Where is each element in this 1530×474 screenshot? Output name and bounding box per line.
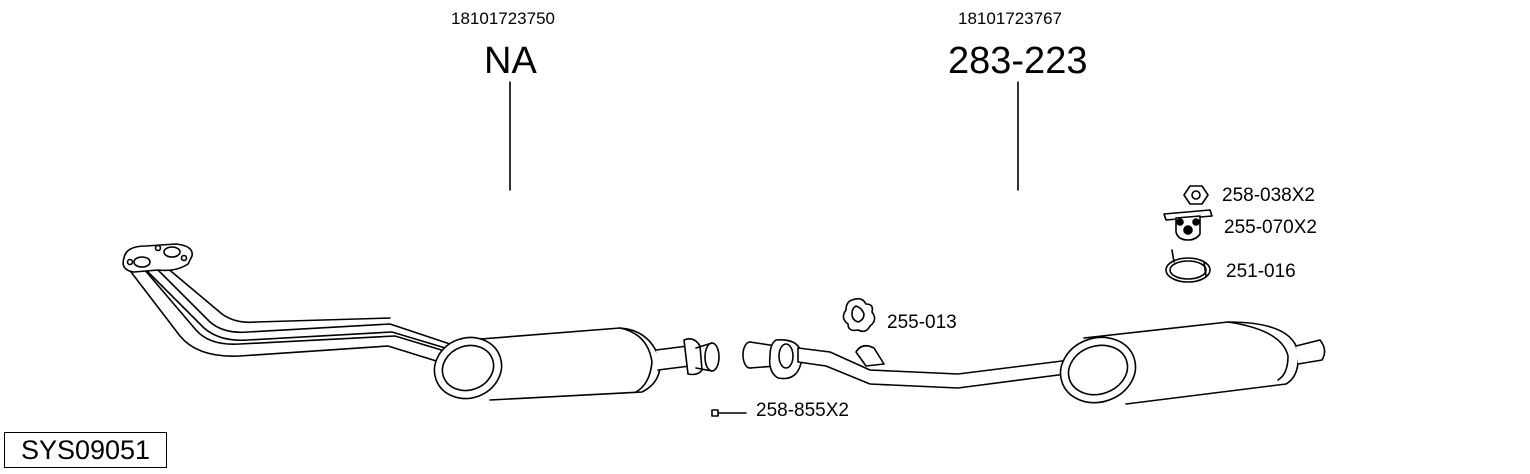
rear-silencer-part[interactable] [1052,321,1326,412]
part-label-255-013: 255-013 [887,312,957,333]
part-code-right: 283-223 [948,40,1088,82]
front-pipe-part[interactable] [122,243,453,365]
part-label-258-038: 258-038X2 [1222,185,1315,206]
front-silencer-part[interactable] [426,327,720,408]
part-label-258-855: 258-855X2 [756,400,849,421]
part-ref-right: 18101723767 [958,9,1063,28]
part-code-left: NA [484,40,537,82]
mid-pipe-part[interactable] [797,344,1101,389]
part-ref-left: 18101723750 [451,9,556,28]
mid-pipe-bracket [855,344,885,367]
bolt-icon [711,409,747,417]
mid-pipe-flange[interactable] [742,339,803,380]
hex-nut-icon [1183,185,1209,205]
system-code-box: SYS09051 [4,432,167,468]
rubber-hanger-icon [1163,209,1213,241]
pipe-clamp-icon [1165,249,1211,283]
gasket-icon [842,297,876,333]
part-label-251-016: 251-016 [1226,261,1296,282]
part-label-255-070: 255-070X2 [1224,217,1317,238]
